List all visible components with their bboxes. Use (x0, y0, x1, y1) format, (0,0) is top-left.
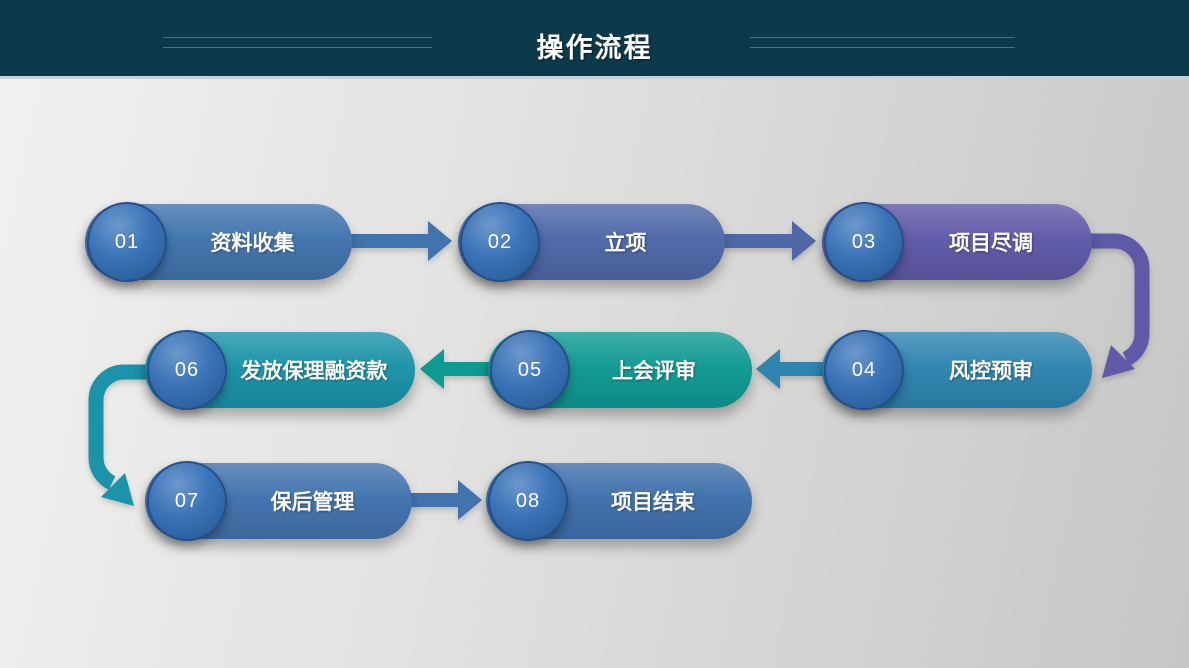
arrow-step4-to-step5 (756, 349, 824, 389)
step-label: 风控预审 (949, 360, 1033, 383)
step-pill-01: 01 资料收集 (85, 202, 352, 282)
step-label: 上会评审 (612, 360, 696, 383)
connector-step3-to-step4 (1088, 233, 1150, 366)
step-number: 06 (174, 358, 200, 381)
connector-step3-to-step4-arrowhead-icon (1102, 345, 1135, 378)
step-label: 保后管理 (270, 491, 355, 514)
step-number: 04 (851, 358, 877, 381)
step-label: 资料收集 (210, 232, 295, 255)
connector-step6-to-step7-arrowhead-icon (101, 473, 134, 506)
arrow-step1-to-step2 (348, 221, 452, 261)
step-label: 项目尽调 (949, 232, 1033, 255)
step-pill-07: 07 保后管理 (145, 461, 412, 541)
step-pill-03: 03 项目尽调 (822, 202, 1092, 282)
step-number: 08 (515, 489, 541, 512)
header-accent-lines-left (163, 37, 432, 48)
step-number: 07 (174, 489, 200, 512)
connector-step6-to-step7 (88, 364, 147, 490)
slide-header: 操作流程 (0, 0, 1189, 79)
step-number-badge: 03 (824, 202, 904, 282)
header-accent-lines-right (750, 37, 1015, 48)
arrow-step7-to-step8 (410, 480, 482, 520)
step-number: 03 (851, 230, 877, 253)
step-pill-04: 04 风控预审 (822, 330, 1092, 410)
arrow-step2-to-step3 (722, 221, 816, 261)
step-pill-06: 06 发放保理融资款 (145, 330, 415, 410)
step-number: 01 (114, 230, 140, 253)
page-title: 操作流程 (536, 33, 653, 63)
step-number-badge: 08 (488, 461, 568, 541)
step-label: 发放保理融资款 (240, 360, 388, 383)
step-number-badge: 06 (147, 330, 227, 410)
step-pill-02: 02 立项 (458, 202, 725, 282)
arrow-step5-to-step6 (420, 349, 490, 389)
step-pill-05: 05 上会评审 (488, 330, 752, 410)
step-number-badge: 07 (147, 461, 227, 541)
step-number-badge: 02 (460, 202, 540, 282)
step-number-badge: 04 (824, 330, 904, 410)
step-number-badge: 05 (490, 330, 570, 410)
step-label: 项目结束 (611, 491, 695, 514)
step-number: 05 (517, 358, 543, 381)
step-number: 02 (487, 230, 513, 253)
step-label: 立项 (604, 232, 647, 255)
step-number-badge: 01 (87, 202, 167, 282)
step-pill-08: 08 项目结束 (486, 461, 752, 541)
